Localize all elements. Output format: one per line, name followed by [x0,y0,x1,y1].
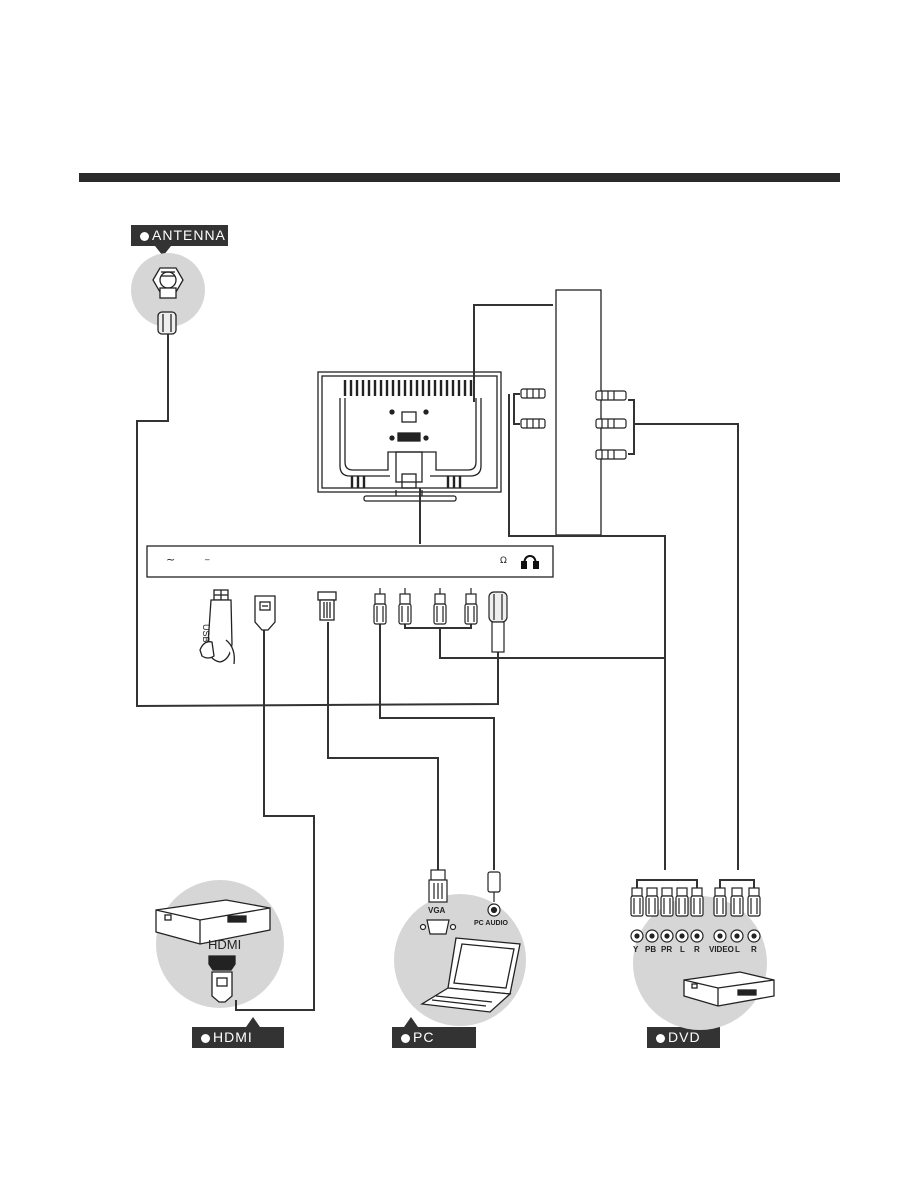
dvd-player-icon [683,971,775,1007]
pc-tag: PC [392,1017,476,1048]
dvd-output-label: L [735,945,740,954]
tv-rear-icon [317,371,502,502]
bullet-icon [201,1034,210,1043]
dvd-output-label: L [680,945,685,954]
section-rule [79,173,840,182]
dvd-rca-group [630,887,761,943]
dvd-output-label: R [694,945,700,954]
headphone-icon [521,554,539,569]
ac-symbol: ~ [166,553,176,566]
dvd-output-label: VIDEO [709,945,734,954]
hdmi-plug-icon [254,595,276,631]
laptop-icon [420,937,521,1013]
ohm-symbol: Ω [500,556,507,566]
side-input-panel [555,289,602,536]
dvd-output-label: PB [645,945,657,954]
vga-port-icon [419,869,457,935]
hdmi-device-label: HDMI [208,937,242,952]
dvd-output-label: PR [661,945,673,954]
pc-audio-plug-icon [487,871,501,917]
bullet-icon [140,232,149,241]
tag-pointer [246,1017,260,1027]
pc-tag-label: PC [413,1029,435,1045]
dvd-output-label: R [751,945,757,954]
connection-lines [136,304,755,1011]
bottom-connector-panel [146,545,554,578]
underscore-symbol: _ [205,551,210,561]
hdmi-player-icon [155,899,271,945]
hdmi-cable-plug-icon [208,955,236,1003]
rca-plug-icon [520,388,627,460]
dvd-tag-label: DVD [668,1029,701,1045]
hdmi-tag-label: HDMI [213,1029,253,1045]
antenna-tag: ANTENNA [131,225,228,256]
usb-label: USB [201,624,211,643]
pc-audio-label: PC AUDIO [474,920,508,927]
bullet-icon [401,1034,410,1043]
dvd-output-label: Y [633,945,639,954]
antenna-connector-icon [152,267,184,335]
hdmi-tag: HDMI [192,1017,284,1048]
tag-pointer [404,1017,418,1027]
tag-pointer [155,246,171,256]
antenna-tag-label: ANTENNA [152,227,226,243]
vga-label: VGA [428,906,446,915]
vga-plug-icon [317,591,337,621]
rca-plug-icon [373,588,508,653]
usb-plug-icon [199,589,235,665]
bullet-icon [656,1034,665,1043]
